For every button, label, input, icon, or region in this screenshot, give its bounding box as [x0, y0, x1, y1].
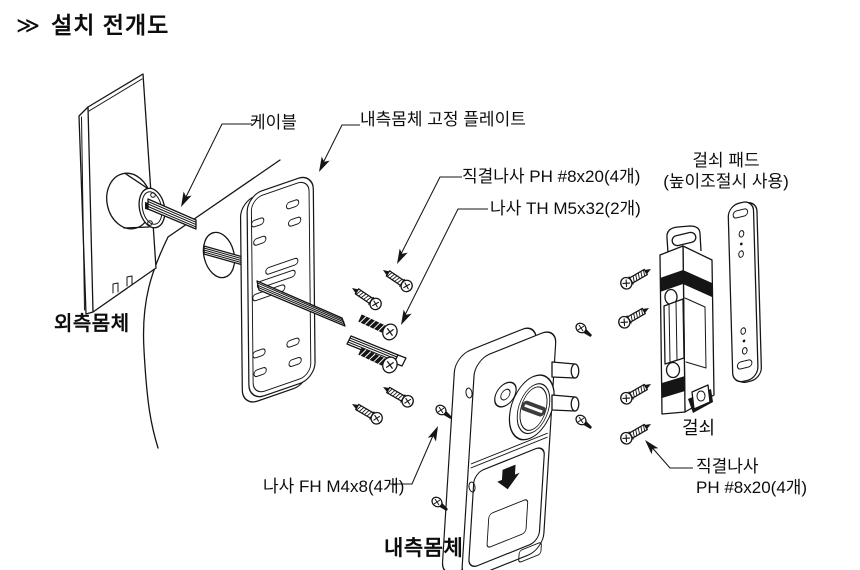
label-latch-pad-line1: 걸쇠 패드	[692, 151, 760, 170]
outer-body-drawing	[78, 73, 166, 315]
label-outer-body: 외측몸체	[54, 313, 130, 335]
inner-body-posts-drawing	[551, 361, 580, 412]
door-hole-drawing	[202, 231, 244, 279]
cable-ribbon-drawing	[147, 198, 197, 230]
leader-lines	[176, 123, 693, 485]
label-inner-body: 내측몸체	[384, 537, 464, 560]
latch-drawing	[659, 225, 715, 415]
label-latch-pad-line2: (높이조절시 사용)	[663, 172, 789, 192]
page-title: ≫ 설치 전개도	[16, 6, 169, 40]
label-screw-ph-bottom-line1: 직결나사	[696, 457, 759, 476]
inner-body-drawing	[441, 327, 580, 570]
title-marker-icon: ≫	[16, 12, 42, 38]
title-text: 설치 전개도	[51, 12, 170, 38]
label-screw-ph-bottom-line2: PH #8x20(4개)	[696, 478, 808, 498]
label-latch: 걸쇠	[682, 418, 716, 438]
label-screw-th: 나사 TH M5x32(2개)	[490, 199, 641, 218]
label-cable: 케이블	[250, 113, 297, 132]
label-fixing-plate: 내측몸체 고정 플레이트	[360, 110, 526, 129]
screws-ph-latch-drawing	[616, 263, 655, 447]
label-screw-ph-top: 직결나사 PH #8x20(4개)	[462, 167, 641, 186]
label-latch-pad: 걸쇠 패드 (높이조절시 사용)	[650, 150, 802, 193]
fixing-plate-drawing	[239, 176, 316, 403]
label-screw-ph-bottom: 직결나사 PH #8x20(4개)	[696, 456, 807, 499]
latch-pad-drawing	[727, 201, 762, 383]
label-screw-fh: 나사 FH M4x8(4개)	[263, 477, 405, 496]
